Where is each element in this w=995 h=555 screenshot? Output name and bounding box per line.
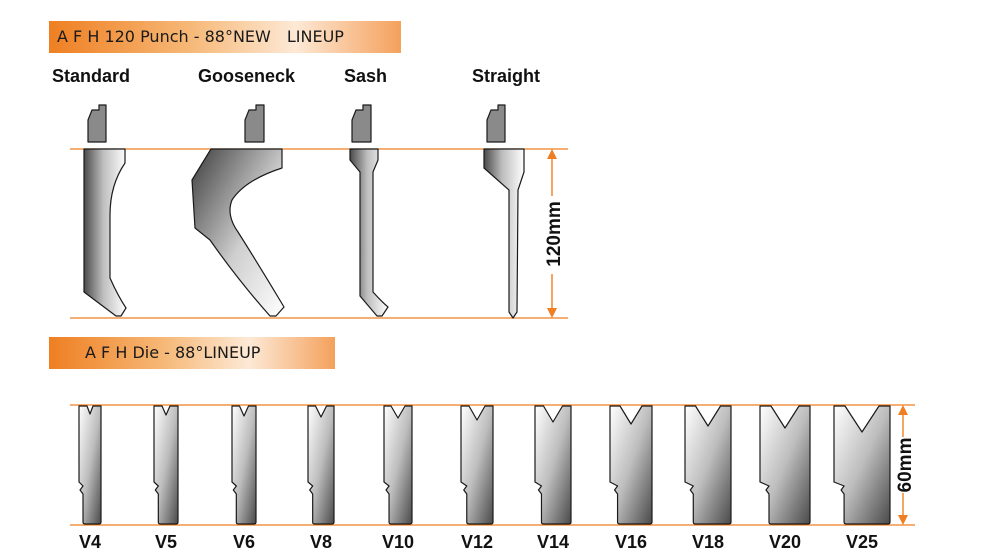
die-lineup-title: A F H Die - 88°LINEUP — [85, 343, 261, 362]
die-shape-v25 — [833, 405, 891, 525]
die-shape-v6 — [231, 405, 257, 525]
die-shape-v10 — [383, 405, 413, 525]
die-shape-v12 — [460, 405, 494, 525]
die-shape-v5 — [153, 405, 179, 525]
die-shape-v14 — [534, 405, 572, 525]
die-label-v10: V10 — [381, 532, 415, 552]
die-label-v5: V5 — [154, 532, 178, 552]
die-label-v6: V6 — [232, 532, 256, 552]
die-label-v16: V16 — [614, 532, 648, 552]
punch-height-label: 120mm — [544, 201, 565, 267]
die-label-v8: V8 — [309, 532, 333, 552]
die-label-v4: V4 — [78, 532, 102, 552]
die-shape-v16 — [609, 405, 653, 525]
punch-lineup-banner: A F H 120 Punch - 88°NEW LINEUP — [49, 21, 401, 53]
sash-punch-shape — [349, 104, 389, 317]
die-height-label: 60mm — [895, 438, 916, 493]
punch-label-gooseneck: Gooseneck — [198, 66, 296, 86]
punch-label-sash: Sash — [344, 66, 388, 86]
die-shape-v4 — [78, 405, 102, 525]
straight-punch-shape — [483, 104, 525, 319]
punch-label-straight: Straight — [472, 66, 541, 86]
die-lineup-banner: A F H Die - 88°LINEUP — [49, 337, 335, 369]
die-label-v20: V20 — [768, 532, 802, 552]
standard-punch-shape — [83, 104, 127, 317]
punch-lineup-title: A F H 120 Punch - 88°NEW LINEUP — [57, 27, 344, 46]
die-label-v25: V25 — [845, 532, 879, 552]
die-shape-v8 — [307, 405, 335, 525]
die-shape-v20 — [759, 405, 811, 525]
die-shape-v18 — [684, 405, 732, 525]
die-label-v14: V14 — [536, 532, 570, 552]
die-shapes — [78, 405, 891, 525]
die-label-v12: V12 — [460, 532, 494, 552]
gooseneck-punch-shape — [191, 104, 285, 317]
die-label-v18: V18 — [691, 532, 725, 552]
punch-label-standard: Standard — [52, 66, 131, 86]
